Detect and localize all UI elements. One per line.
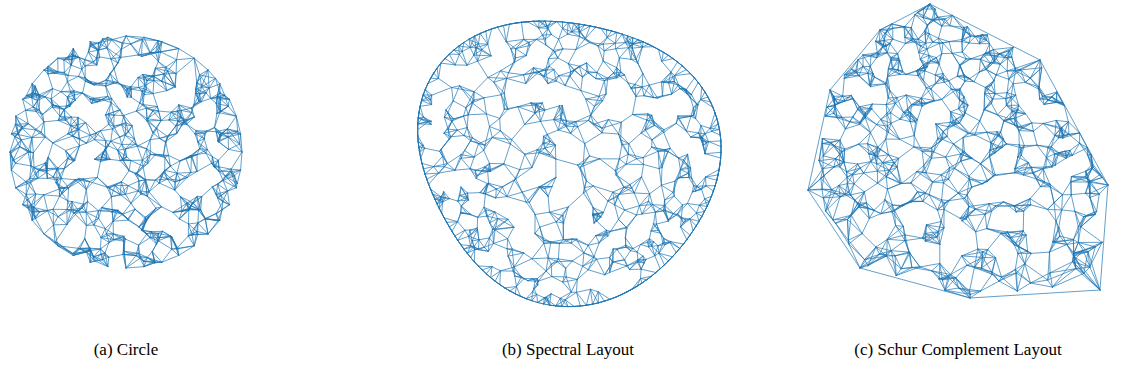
schur-layout-mesh: [808, 4, 1108, 298]
subfigure-caption: (c) Schur Complement Layout: [852, 340, 1063, 360]
subfigure-caption: (a) Circle: [92, 340, 161, 360]
spectral-layout-mesh: [418, 21, 721, 307]
circle-layout-mesh: [10, 36, 242, 268]
subfigure-caption: (b) Spectral Layout: [500, 340, 636, 360]
